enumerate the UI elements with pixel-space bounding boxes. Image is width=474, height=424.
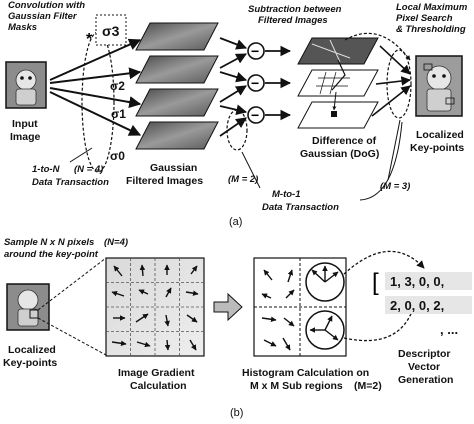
gaussian-label-2: Filtered Images: [126, 175, 203, 187]
input-fanout-arrows: [49, 38, 142, 136]
one-to-n-pointer: [69, 147, 93, 163]
dog-input-arrows: [265, 45, 292, 121]
minus-3: −: [251, 107, 259, 123]
dog-image-2: [297, 37, 379, 65]
subtractor-1: [247, 42, 265, 60]
conv-label-3: Masks: [8, 22, 37, 33]
histogram-grid: [253, 257, 347, 357]
conv-label-2: Gaussian Filter: [8, 11, 78, 22]
sigma2-label: σ2: [110, 79, 125, 93]
m3-curve: [359, 121, 403, 201]
gaussian-label-1: Gaussian: [150, 162, 197, 174]
keypoints-b-label-2: Key-points: [3, 357, 57, 369]
keypoints-a-label-1: Localized: [416, 129, 464, 141]
gaussian-image-0: [135, 121, 219, 150]
dog-label-1: Difference of: [312, 135, 377, 147]
part-a: Convolution with Gaussian Filter Masks *…: [5, 0, 468, 228]
dog-images: [297, 37, 379, 129]
keypoints-image-b: [6, 283, 50, 331]
m-to-1-pointer: [241, 151, 261, 189]
keypoints-image-a: [415, 55, 463, 117]
one-to-n-label-2: (N = 4): [74, 164, 103, 175]
sigma0-label: σ0: [110, 149, 125, 163]
descriptor-label-3: Generation: [398, 374, 453, 386]
local-max-label-3: & Thresholding: [396, 24, 466, 35]
local-max-label-2: Pixel Search: [396, 13, 453, 24]
input-label-1: Input: [12, 118, 38, 130]
sigma3-box: [95, 14, 127, 46]
m-to-1-label-1: M-to-1: [272, 189, 301, 200]
subtraction-label-2: Filtered Images: [258, 15, 328, 26]
sigma1-label: σ1: [111, 107, 126, 121]
m3-pointer: [387, 119, 401, 181]
histogram-label-2: M x M Sub regions: [250, 380, 343, 392]
bottom-histogram-arrow: [343, 305, 416, 342]
sigma3-label: σ3: [102, 23, 120, 39]
vector-row-3: , ...: [440, 322, 458, 337]
part-b: Sample N x N pixels (N=4) around the key…: [3, 237, 472, 419]
one-to-n-label-1: 1-to-N: [32, 164, 61, 175]
dog-image-0: [297, 101, 379, 129]
zoom-lines: [37, 257, 107, 356]
conv-star: *: [86, 31, 93, 48]
descriptor-vector: [ 1, 3, 0, 0, 2, 0, 0, 2, , ...: [372, 269, 472, 337]
vector-row-1: 1, 3, 0, 0,: [390, 274, 444, 289]
input-label-2: Image: [10, 131, 41, 143]
subtractor-3: [247, 106, 265, 124]
descriptor-label-1: Descriptor: [398, 348, 451, 360]
gaussian-image-2: [135, 55, 219, 84]
conv-label-1: Convolution with: [8, 0, 85, 11]
one-to-n-label-3: Data Transaction: [32, 177, 109, 188]
histogram-circle-bottom: [305, 310, 345, 350]
caption-b: (b): [230, 407, 243, 419]
vector-bracket: [: [372, 269, 379, 296]
histogram-circle-top: [305, 262, 345, 302]
local-max-arrow: [344, 32, 411, 61]
sample-label-3: around the key-point: [4, 249, 99, 260]
subtractor-2: [247, 74, 265, 92]
keypoints-a-label-2: Key-points: [410, 142, 464, 154]
gradient-label-1: Image Gradient: [118, 367, 195, 379]
histogram-label-3: (M=2): [354, 380, 382, 392]
histogram-label-1: Histogram Calculation on: [242, 367, 369, 379]
triple-ellipse: [386, 49, 412, 119]
descriptor-label-2: Vector: [408, 361, 440, 373]
minus-2: −: [251, 75, 259, 91]
sample-label-1: Sample N x N pixels: [4, 237, 94, 248]
dog-label-2: Gaussian (DoG): [300, 148, 379, 160]
process-arrow: [213, 292, 243, 322]
input-image: [5, 61, 47, 109]
top-histogram-arrow: [343, 250, 425, 275]
minus-1: −: [251, 43, 259, 59]
vector-row-2: 2, 0, 0, 2,: [390, 298, 444, 313]
gradient-grid: [105, 257, 205, 357]
keypoints-b-label-1: Localized: [8, 344, 56, 356]
local-max-label-1: Local Maximum: [396, 2, 468, 13]
sample-label-2: (N=4): [104, 237, 128, 248]
subtract-input-arrows: [219, 37, 248, 137]
gaussian-image-1: [135, 88, 219, 117]
m3-label: (M = 3): [380, 181, 410, 192]
gradient-label-2: Calculation: [130, 380, 187, 392]
keypoint-input-arrows: [371, 45, 411, 117]
m-to-1-label-2: Data Transaction: [262, 202, 339, 213]
gaussian-images: [135, 22, 219, 150]
subtractors: [247, 42, 265, 124]
caption-a: (a): [229, 216, 242, 228]
gaussian-image-3: [135, 22, 219, 51]
subtraction-label-1: Subtraction between: [248, 4, 342, 15]
m2-label: (M = 2): [228, 174, 258, 185]
